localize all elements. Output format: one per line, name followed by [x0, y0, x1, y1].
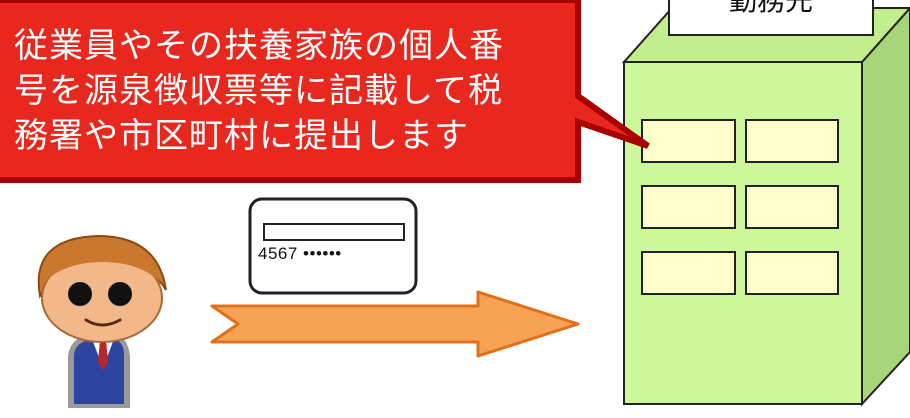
building-side-wall [861, 6, 910, 407]
window [641, 185, 736, 229]
window [641, 251, 736, 295]
person-right-eye [108, 282, 132, 306]
window [745, 251, 839, 295]
right-arrow-icon [210, 290, 580, 358]
building-windows [641, 119, 839, 295]
id-card-body [248, 197, 418, 295]
window [745, 185, 839, 229]
person-mouth [84, 318, 122, 327]
person-bangs [44, 250, 160, 282]
office-building-icon[interactable] [621, 6, 910, 407]
speech-bubble-text: 従業員やその扶養家族の個人番 号を源泉徴収票等に記載して税 務署や市区町村に提出… [14, 24, 554, 159]
speech-bubble-line: 従業員やその扶養家族の個人番 [14, 26, 504, 66]
building-front-wall [623, 61, 863, 405]
person-tie [98, 340, 108, 370]
id-card-number: 4567 •••••• [258, 244, 342, 263]
building-sign[interactable]: 勤務先 [668, 0, 874, 36]
speech-bubble-line: 号を源泉徴収票等に記載して税 [14, 71, 503, 111]
person-suit [74, 339, 124, 404]
speech-bubble-shape [0, 0, 650, 183]
window [745, 119, 839, 163]
speech-bubble [0, 0, 650, 183]
id-card-stripe [263, 223, 405, 241]
transfer-arrow [210, 290, 580, 358]
businessman-icon [37, 234, 167, 408]
window [641, 119, 736, 163]
speech-bubble-line: 務署や市区町村に提出します [14, 116, 469, 156]
person-left-eye [68, 282, 92, 306]
id-card-icon [248, 197, 418, 295]
